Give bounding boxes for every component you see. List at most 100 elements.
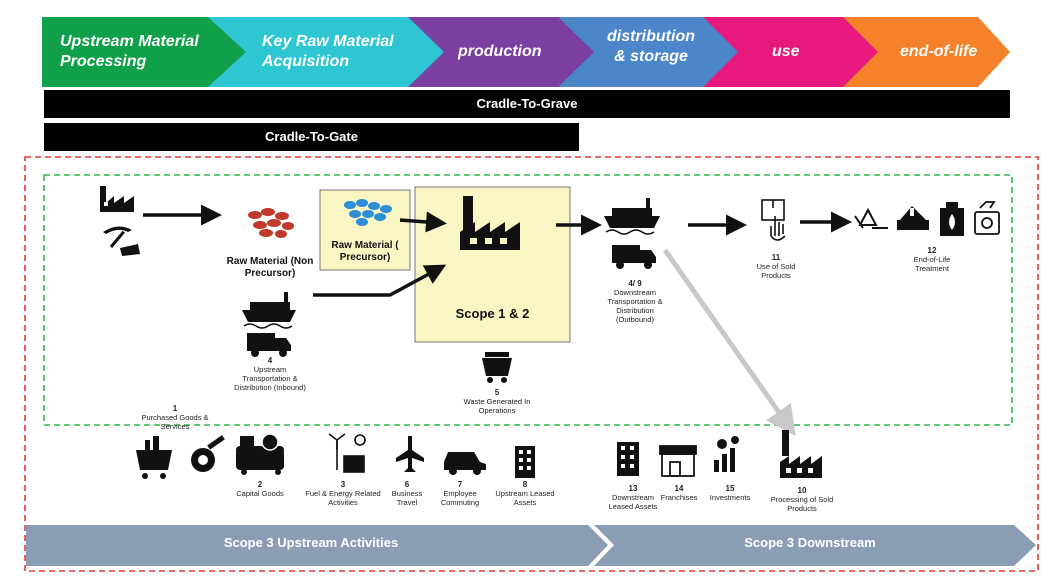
stage-label-2: Key Raw Material Acquisition xyxy=(262,33,394,70)
scope12-label: Scope 1 & 2 xyxy=(455,306,530,321)
category-2-num: 2 xyxy=(257,480,263,489)
category-4-num: 4 xyxy=(267,356,273,365)
building-icon-upstream xyxy=(515,446,535,478)
stage-label-4: distribution & storage xyxy=(607,28,695,65)
category-1-label: 1 Purchased Goods & Services xyxy=(135,404,215,431)
renewable-energy-icon xyxy=(328,433,366,473)
category-10-label: 10 Processing of Sold Products xyxy=(766,486,838,513)
category-15-num: 15 xyxy=(725,484,735,493)
category-12-num: 12 xyxy=(927,246,937,255)
landfill-icon xyxy=(897,206,929,230)
category-3-label: 3 Fuel & Energy Related Activities xyxy=(305,480,381,507)
hazard-recycle-icon xyxy=(974,201,1000,235)
blue-pellets-icon xyxy=(344,199,392,226)
use-product-icon xyxy=(761,199,786,241)
category-7-num: 7 xyxy=(457,480,463,489)
stage-label-1: Upstream Material Processing xyxy=(60,33,199,70)
stage-chevron-4 xyxy=(558,17,740,87)
gear-wrench-icon xyxy=(191,435,225,472)
category-8-num: 8 xyxy=(522,480,528,489)
red-pellets-icon xyxy=(248,208,294,238)
footer-upstream-bar xyxy=(26,525,608,566)
category-7-label: 7 Employee Commuting xyxy=(430,480,490,507)
building-icon-downstream xyxy=(617,442,639,476)
category-12-text: End-of-Life Treatment xyxy=(913,255,951,273)
category-8-label: 8 Upstream Leased Assets xyxy=(494,480,556,507)
category-2-text: Capital Goods xyxy=(236,489,284,498)
category-11-num: 11 xyxy=(771,253,781,262)
category-4-label: 4 Upstream Transportation & Distribution… xyxy=(232,356,308,392)
green-dashed-boundary xyxy=(43,174,1013,426)
ship-icon-downstream xyxy=(604,198,660,235)
category-12-label: 12 End-of-Life Treatment xyxy=(900,246,964,273)
stage-label-5: use xyxy=(772,43,800,60)
arrow-2 xyxy=(399,211,447,233)
category-3-num: 3 xyxy=(340,480,346,489)
stage-chevron-2 xyxy=(208,17,446,87)
category-4-text: Upstream Transportation & Distribution (… xyxy=(234,365,306,392)
mining-icon xyxy=(103,226,140,256)
footer-downstream-label: Scope 3 Downstream xyxy=(744,535,876,550)
footer-upstream-label: Scope 3 Upstream Activities xyxy=(223,535,399,550)
category-14-text: Franchises xyxy=(660,493,698,502)
incinerator-icon xyxy=(940,202,964,236)
category-5-num: 5 xyxy=(494,388,500,397)
category-49-label: 4/ 9 Downstream Transportation & Distrib… xyxy=(597,279,673,324)
category-11-text: Use of Sold Products xyxy=(756,262,796,280)
category-14-num: 14 xyxy=(674,484,684,493)
stage-chevron-1 xyxy=(42,17,248,87)
category-1-text: Purchased Goods & Services xyxy=(141,413,209,431)
category-13-text: Downstream Leased Assets xyxy=(608,493,658,511)
waste-icon xyxy=(482,352,512,383)
category-3-text: Fuel & Energy Related Activities xyxy=(305,489,381,507)
category-13-num: 13 xyxy=(628,484,638,493)
category-6-num: 6 xyxy=(404,480,410,489)
category-5-label: 5 Waste Generated In Operations xyxy=(460,388,534,415)
shopping-cart-icon xyxy=(136,436,172,479)
category-2-label: 2 Capital Goods xyxy=(230,480,290,498)
factory-icon-scope12 xyxy=(460,196,520,250)
category-1-num: 1 xyxy=(172,404,178,413)
red-dashed-boundary xyxy=(24,156,1039,572)
factory-icon-processing xyxy=(780,430,822,478)
category-13-label: 13 Downstream Leased Assets xyxy=(600,484,666,511)
capital-goods-icon xyxy=(236,433,284,475)
category-6-text: Business Travel xyxy=(391,489,423,507)
airplane-icon xyxy=(396,436,424,472)
arrow-3 xyxy=(313,264,447,297)
truck-icon-upstream xyxy=(247,333,291,357)
recycle-icon xyxy=(854,207,888,229)
arrow-grey xyxy=(662,248,796,437)
category-5-text: Waste Generated In Operations xyxy=(463,397,531,415)
category-10-text: Processing of Sold Products xyxy=(770,495,834,513)
stage-chevron-6 xyxy=(843,17,1010,87)
raw-material-precursor-label: Raw Material ( Precursor) xyxy=(331,240,399,263)
category-15-text: Investments xyxy=(709,493,751,502)
raw-material-non-precursor-label: Raw Material (Non Precursor) xyxy=(226,256,314,279)
factory-icon-upstream xyxy=(100,186,134,212)
stage-chevron-5 xyxy=(703,17,880,87)
lifecycle-banner xyxy=(42,17,1010,87)
category-8-text: Upstream Leased Assets xyxy=(495,489,555,507)
category-14-label: 14 Franchises xyxy=(656,484,702,502)
ship-icon-upstream xyxy=(242,292,296,329)
franchise-store-icon xyxy=(659,445,697,477)
category-49-num: 4/ 9 xyxy=(628,279,642,288)
cradle-to-grave-bar: Cradle-To-Grave xyxy=(44,90,1010,118)
stage-chevron-3 xyxy=(408,17,596,87)
category-7-text: Employee Commuting xyxy=(440,489,480,507)
stage-label-3: production xyxy=(458,43,542,60)
investments-icon xyxy=(714,436,739,472)
cradle-to-gate-bar: Cradle-To-Gate xyxy=(44,123,579,151)
category-6-label: 6 Business Travel xyxy=(382,480,432,507)
footer-downstream-bar xyxy=(594,525,1036,566)
category-15-label: 15 Investments xyxy=(702,484,758,502)
truck-icon-downstream xyxy=(612,245,656,269)
stage-label-6: end-of-life xyxy=(900,43,978,60)
category-10-num: 10 xyxy=(797,486,807,495)
category-11-label: 11 Use of Sold Products xyxy=(745,253,807,280)
car-icon xyxy=(444,452,486,475)
category-49-text: Downstream Transportation & Distribution… xyxy=(607,288,663,324)
